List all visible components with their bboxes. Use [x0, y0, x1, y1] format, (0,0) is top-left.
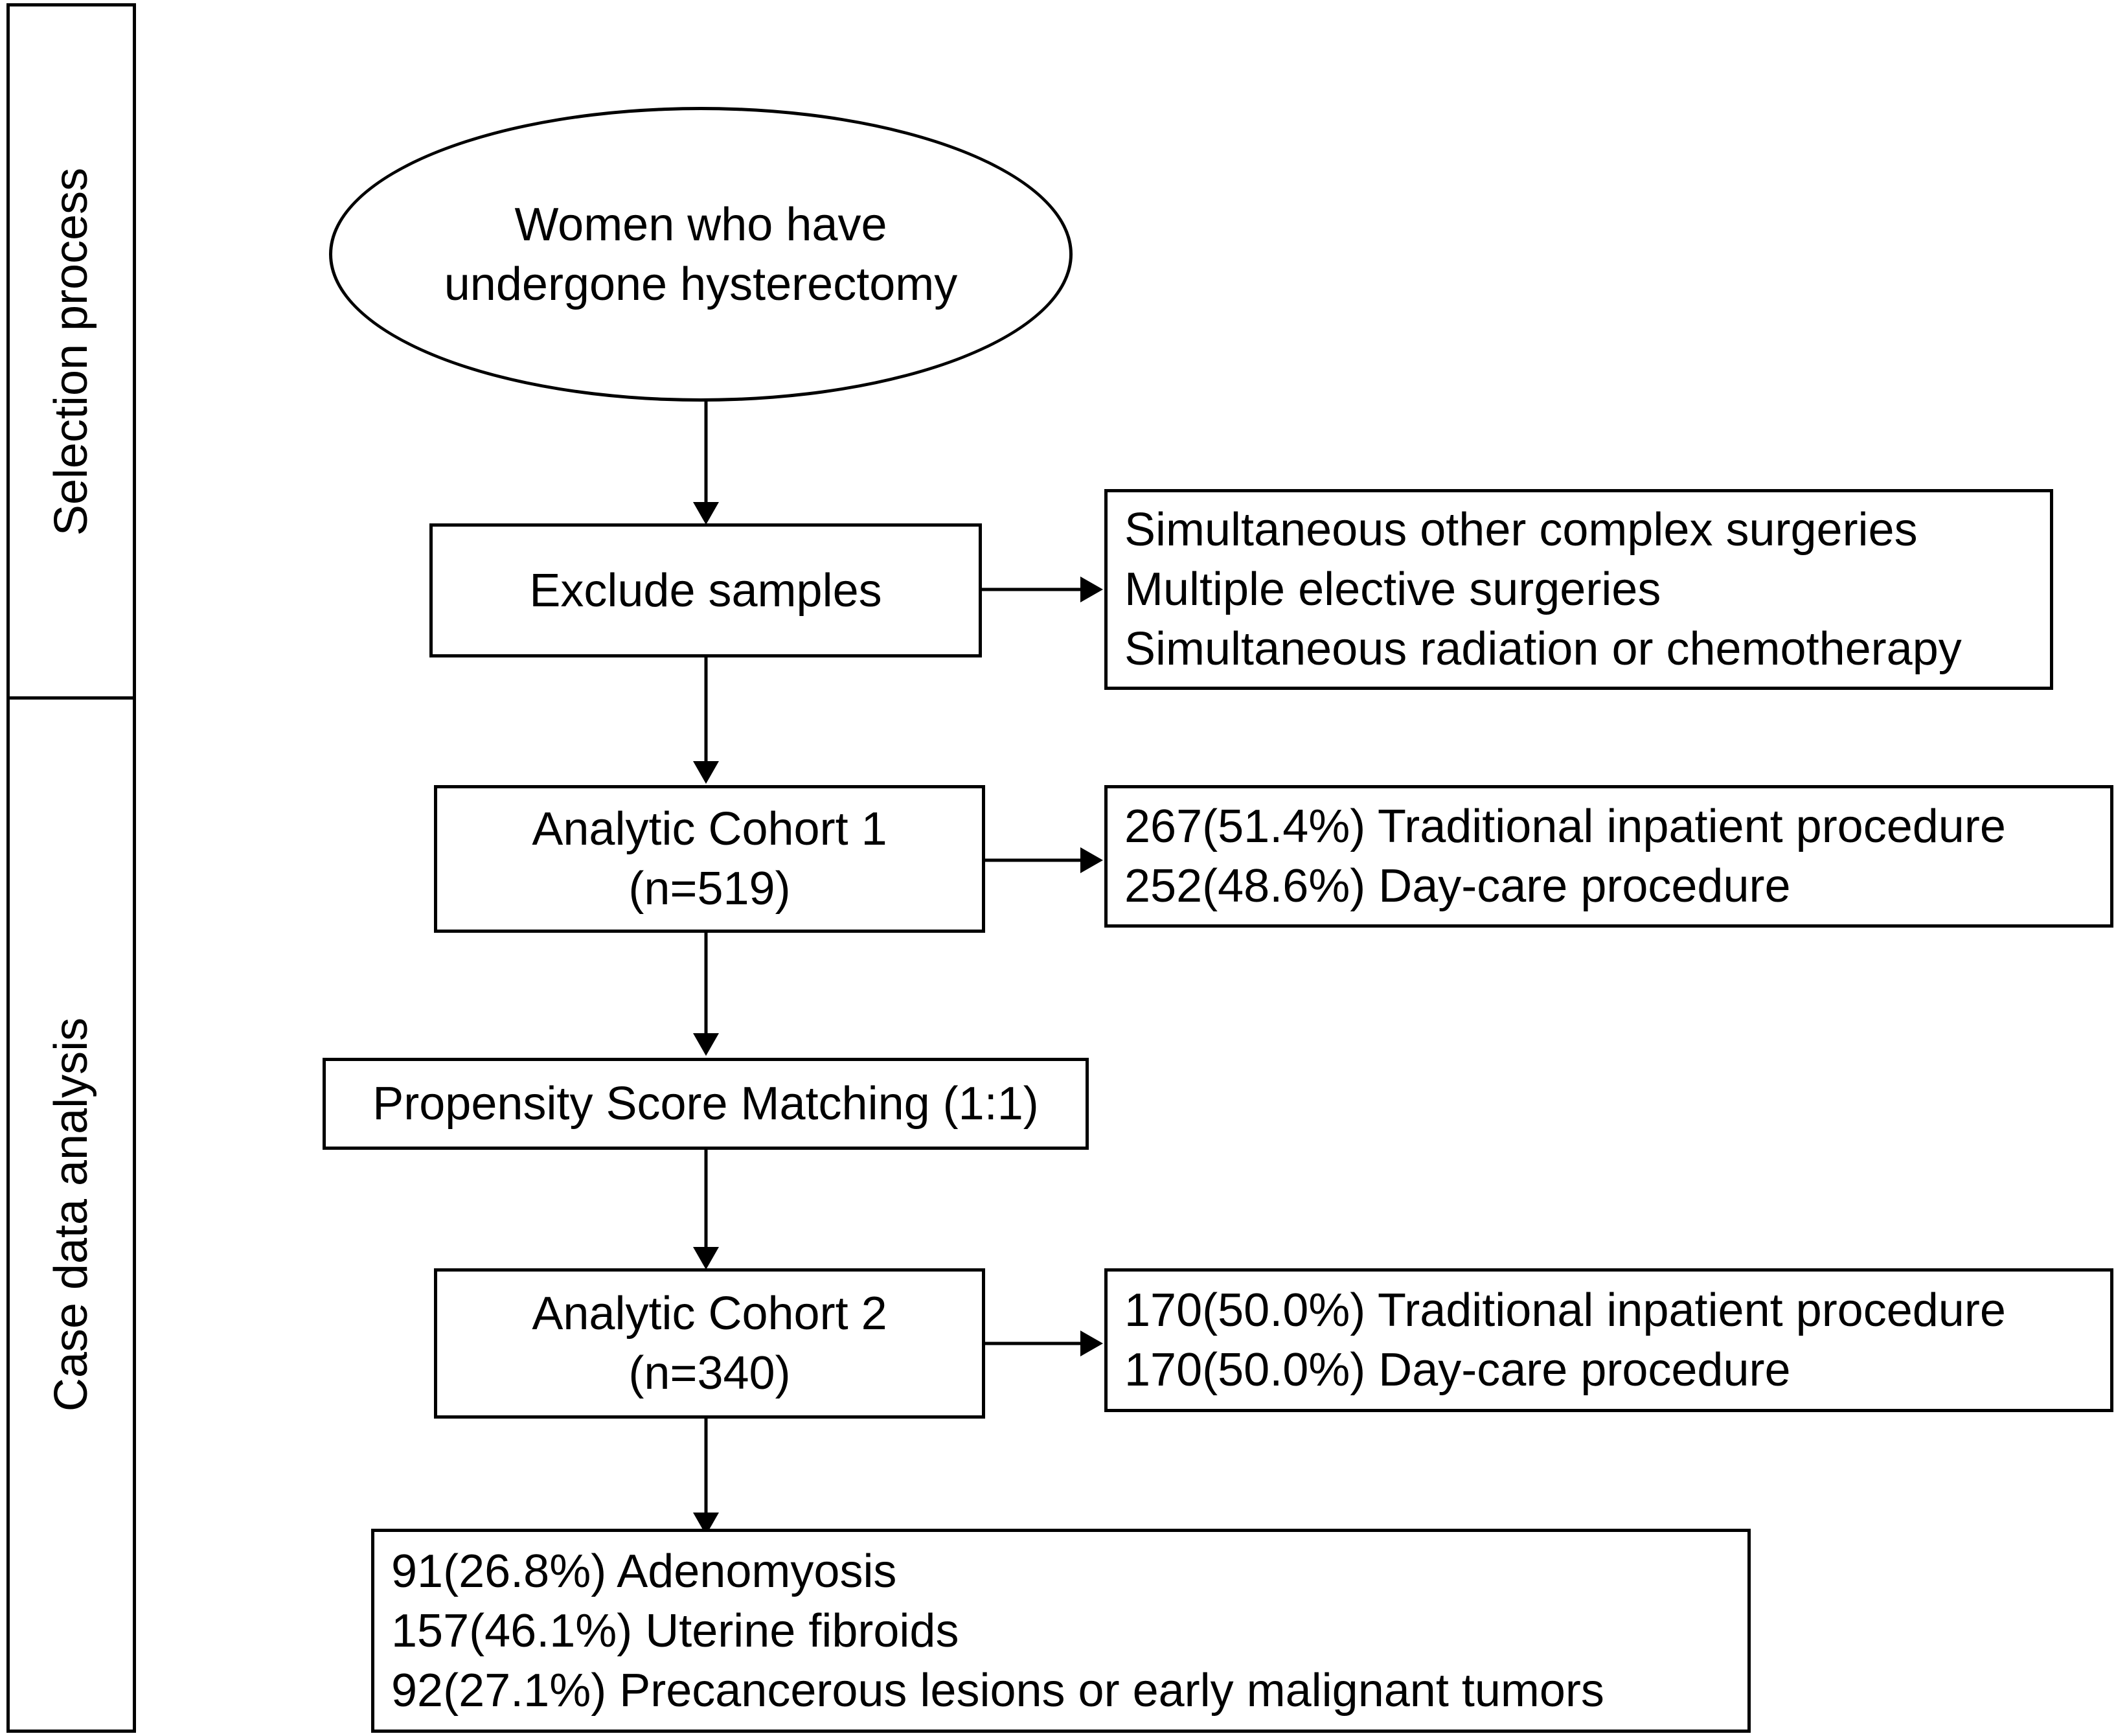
- cohort-1-breakdown-box: 267(51.4%) Traditional inpatient procedu…: [1104, 785, 2113, 928]
- cohort-1-breakdown-daycare: 252(48.6%) Day-care procedure: [1124, 860, 1791, 912]
- case-data-analysis-panel: Case data analysis: [6, 696, 136, 1733]
- exclusion-reason-3: Simultaneous radiation or chemotherapy: [1124, 623, 1962, 675]
- start-line-1: Women who have: [514, 198, 887, 251]
- cohort-2-n: (n=340): [628, 1347, 791, 1399]
- analytic-cohort-2-box: Analytic Cohort 2 (n=340): [434, 1268, 985, 1419]
- arrowhead-cohort2-to-diagnoses: [693, 1513, 719, 1535]
- arrowhead-start-to-exclude: [693, 502, 719, 525]
- cohort-2-breakdown-inpatient: 170(50.0%) Traditional inpatient procedu…: [1124, 1285, 2006, 1336]
- arrowhead-exclude-to-cohort1: [693, 761, 719, 784]
- psm-box: Propensity Score Matching (1:1): [323, 1058, 1089, 1150]
- arrowhead-cohort1-to-psm: [693, 1033, 719, 1056]
- diagnoses-box: 91(26.8%) Adenomyosis 157(46.1%) Uterine…: [371, 1529, 1751, 1733]
- psm-label: Propensity Score Matching (1:1): [372, 1078, 1039, 1130]
- start-node: Women who have undergone hysterectomy: [329, 107, 1073, 402]
- cohort-2-label: Analytic Cohort 2: [532, 1288, 887, 1340]
- arrowhead-exclude-to-reasons: [1080, 577, 1103, 602]
- cohort-2-breakdown-daycare: 170(50.0%) Day-care procedure: [1124, 1344, 1791, 1396]
- exclusion-reason-1: Simultaneous other complex surgeries: [1124, 504, 1918, 556]
- diagnosis-precancerous: 92(27.1%) Precancerous lesions or early …: [391, 1664, 1604, 1717]
- diagnosis-adenomyosis: 91(26.8%) Adenomyosis: [391, 1545, 897, 1597]
- arrowhead-cohort1-to-breakdown: [1080, 847, 1103, 873]
- cohort-1-breakdown-inpatient: 267(51.4%) Traditional inpatient procedu…: [1124, 801, 2006, 852]
- diagnosis-uterine-fibroids: 157(46.1%) Uterine fibroids: [391, 1605, 959, 1657]
- cohort-2-breakdown-box: 170(50.0%) Traditional inpatient procedu…: [1104, 1268, 2113, 1412]
- cohort-1-n: (n=519): [628, 863, 791, 915]
- exclusion-reasons-box: Simultaneous other complex surgeries Mul…: [1104, 489, 2053, 690]
- arrowhead-cohort2-to-breakdown: [1080, 1331, 1103, 1356]
- exclude-samples-box: Exclude samples: [429, 523, 982, 657]
- cohort-1-label: Analytic Cohort 1: [532, 803, 887, 855]
- exclude-samples-label: Exclude samples: [529, 564, 882, 617]
- start-line-2: undergone hysterectomy: [444, 258, 958, 310]
- exclusion-reason-2: Multiple elective surgeries: [1124, 564, 1661, 615]
- arrowhead-psm-to-cohort2: [693, 1247, 719, 1270]
- analytic-cohort-1-box: Analytic Cohort 1 (n=519): [434, 785, 985, 933]
